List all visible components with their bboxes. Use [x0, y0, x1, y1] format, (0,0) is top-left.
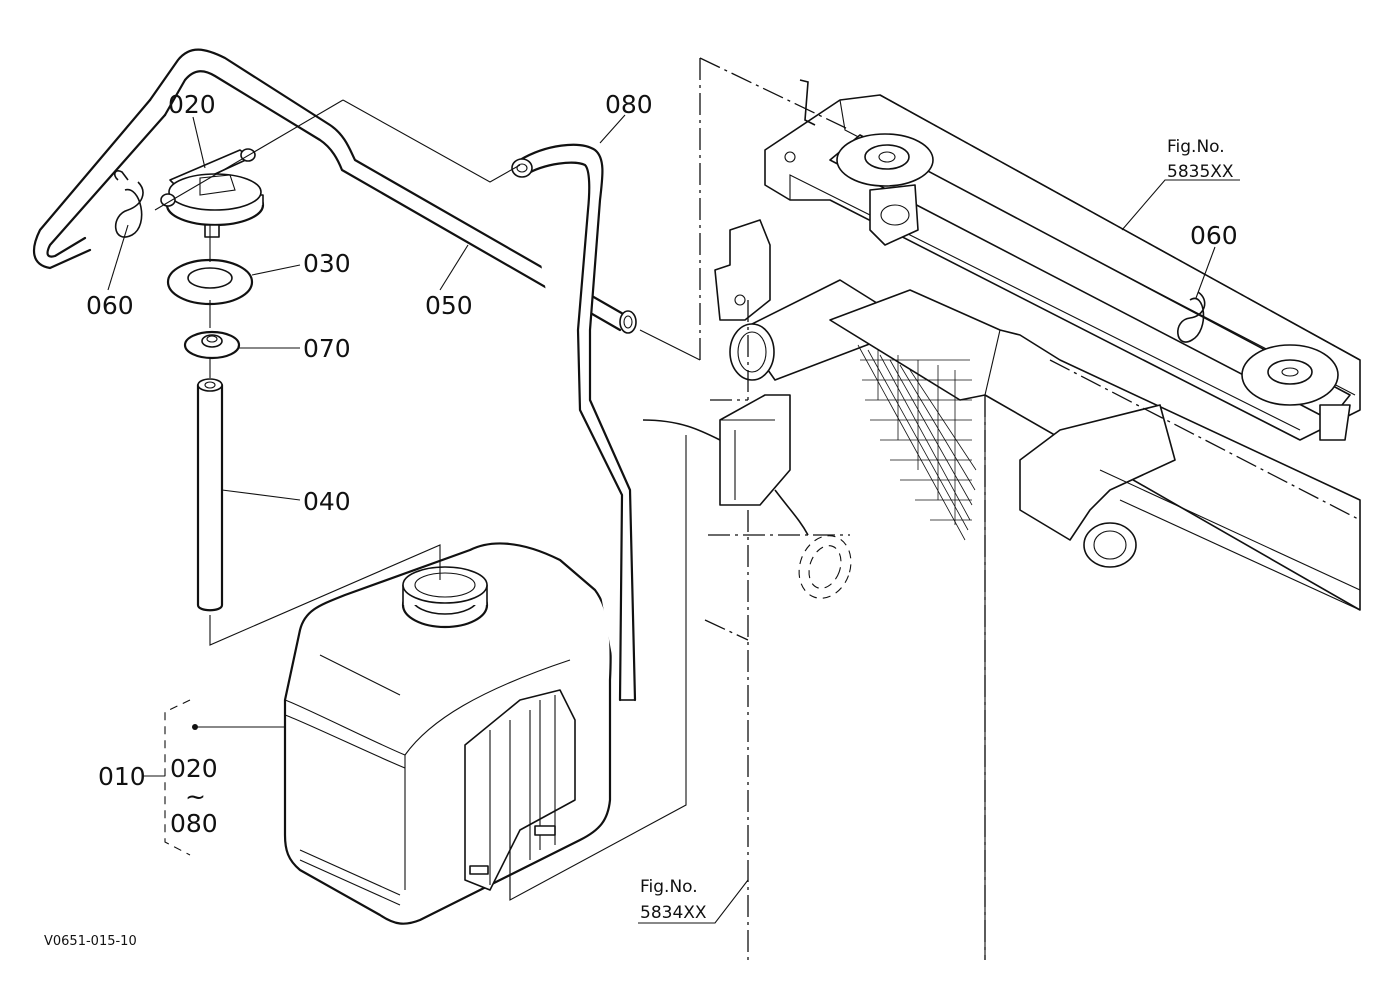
- callout-010: 010: [98, 762, 146, 791]
- range-to-label: 080: [170, 809, 218, 838]
- callout-070: 070: [303, 334, 351, 363]
- callout-050: 050: [425, 291, 473, 320]
- callout-040: 040: [303, 487, 351, 516]
- clip-060-left: [113, 170, 144, 238]
- callout-080-top: 080: [605, 90, 653, 119]
- fig-ref-5835-number: 5835XX: [1167, 162, 1234, 182]
- reserve-tank: [283, 542, 612, 925]
- washer-030: [166, 258, 254, 306]
- leader-lines: [107, 114, 1240, 924]
- range-from-label: 020: [170, 754, 218, 783]
- figure-references: Fig.No. 5835XX Fig.No. 5834XX: [640, 137, 1234, 923]
- hose-050: [32, 48, 637, 334]
- fig-ref-5835-label: Fig.No.: [1167, 137, 1225, 157]
- assembly-guides: [154, 99, 701, 901]
- callout-030: 030: [303, 249, 351, 278]
- callout-060-right: 060: [1190, 221, 1238, 250]
- hose-080: [511, 143, 637, 702]
- radiator-bracket: [642, 394, 852, 599]
- callout-labels: 020 030 070 040 050 080 060 060 010 020 …: [86, 90, 1238, 838]
- callout-060-left: 060: [86, 291, 134, 320]
- range-separator: ~: [185, 782, 206, 811]
- fig-ref-5834-label: Fig.No.: [640, 877, 698, 897]
- radiator-assembly: [714, 79, 1361, 960]
- washer-070: [183, 330, 241, 360]
- fig-ref-5834-number: 5834XX: [640, 903, 707, 923]
- cap-020: [160, 148, 265, 238]
- drawing-code: V0651-015-10: [44, 934, 137, 949]
- callout-020-top: 020: [168, 90, 216, 119]
- tube-040: [196, 378, 224, 612]
